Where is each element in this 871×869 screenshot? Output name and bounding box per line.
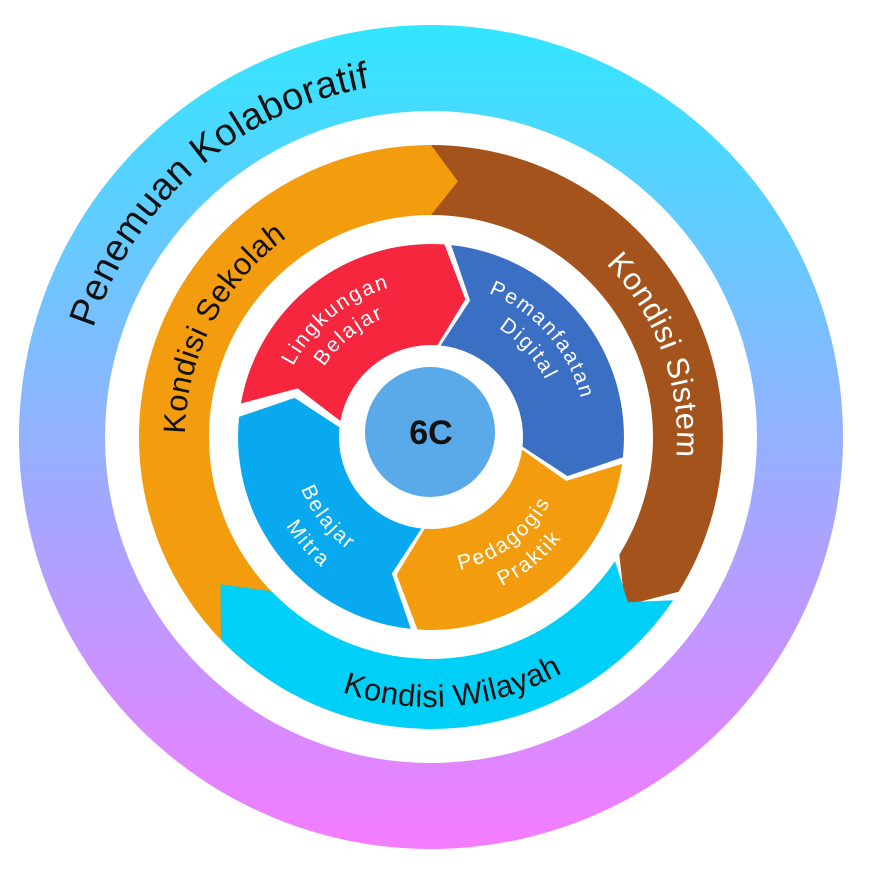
arrow-kondisi-wilayah <box>220 561 674 729</box>
center-circle <box>365 367 495 497</box>
segment-lingkungan-belajar <box>240 244 466 421</box>
segment-mitra-belajar <box>238 397 422 629</box>
arrow-kondisi-sekolah <box>138 144 472 661</box>
center-label: 6C <box>409 414 452 452</box>
arrow-kondisi-sistem <box>431 145 723 606</box>
segment-pemanfaatan-digital <box>440 245 624 477</box>
segment-praktik-pedagogis <box>396 449 623 630</box>
